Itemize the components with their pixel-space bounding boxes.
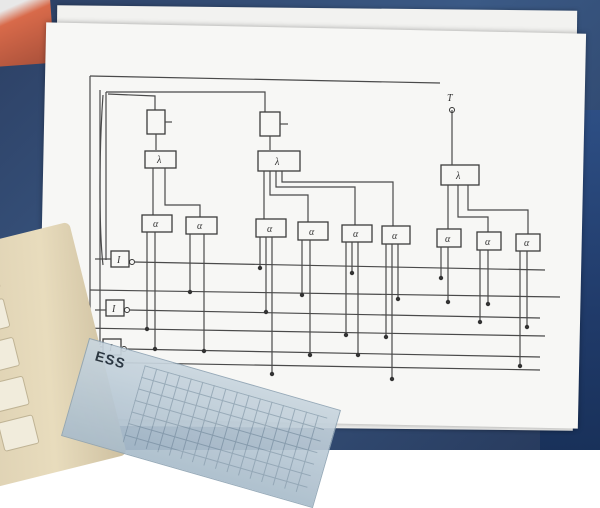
top-registers [146,109,288,150]
upper-gates: λ λ λ T [144,93,480,186]
gate-outputs [146,232,528,380]
top-symbol-label: T [447,93,454,104]
lower-gate-7-label: α [445,234,451,245]
upper-gate-1-label: λ [156,155,162,166]
keyboard-key [0,414,40,452]
lower-gate-1 [141,214,173,233]
lower-gate-8 [476,231,502,251]
lower-gate-3 [255,218,287,238]
lower-gate-4 [297,221,329,241]
inverter-2 [105,299,125,317]
ruler-text: ESS [93,347,128,372]
lower-gate-9 [515,233,541,252]
lower-gate-6 [381,225,411,245]
gate-connections [152,168,529,234]
lower-gate-8-label: α [485,237,491,248]
lower-gate-5-label: α [353,229,359,240]
lower-gate-9-label: α [524,238,530,249]
lower-gate-1-label: α [153,219,159,230]
lower-gate-7 [436,228,462,248]
lower-gates: α α α α α α α α α [141,214,541,252]
junction-dots [144,265,530,382]
register-box-2 [259,111,281,137]
register-box-1 [146,109,166,135]
upper-gate-3-label: λ [455,171,461,182]
keyboard-key [0,258,1,297]
upper-gate-2-label: λ [274,157,280,168]
upper-gate-2 [257,150,301,172]
lower-gate-2 [185,216,218,235]
keyboard-key [0,336,21,375]
lower-gate-4-label: α [309,227,315,238]
upper-gate-1 [144,150,177,169]
keyboard-key [0,297,11,336]
inverter-2-label: I [111,304,116,315]
circuit-diagram: λ λ λ T α α α [79,75,561,382]
lower-gate-6-label: α [392,231,398,242]
inverter-1-label: I [116,255,121,266]
lower-gate-2-label: α [197,221,203,232]
keyboard-key [0,375,30,414]
inverters: I I I [102,250,135,356]
upper-gate-3 [440,164,480,186]
lower-gate-5 [341,224,373,243]
lower-gate-3-label: α [267,224,273,235]
